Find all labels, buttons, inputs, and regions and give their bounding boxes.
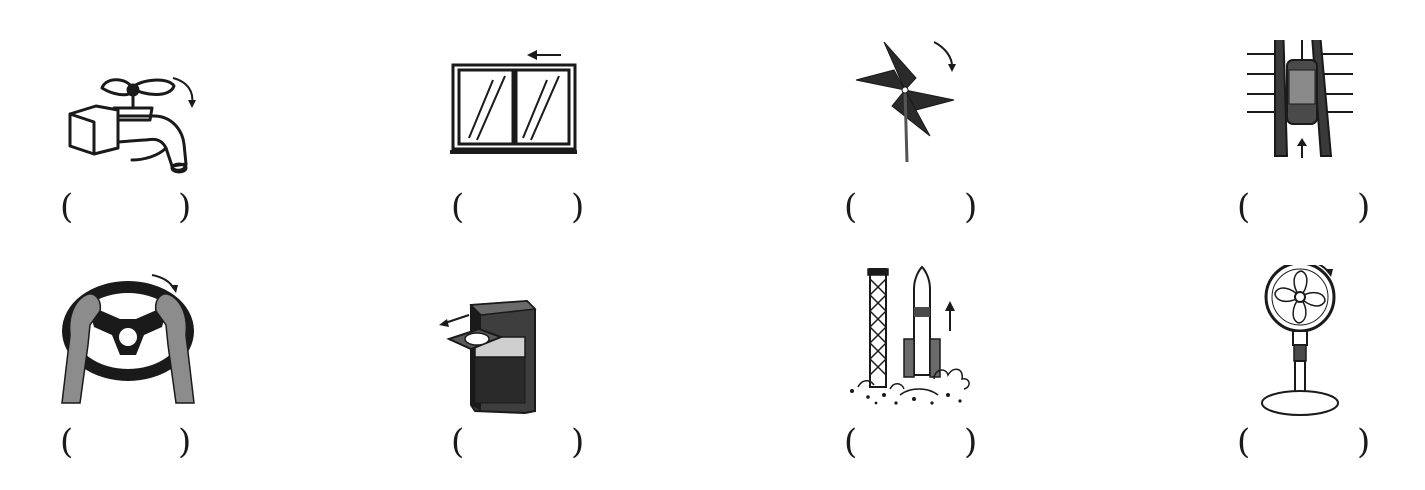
elevator-icon — [1247, 40, 1353, 158]
close-paren: ) — [964, 422, 978, 462]
electric-fan-icon — [1261, 265, 1339, 416]
sliding-window-icon — [450, 50, 577, 154]
item-steering-wheel: ( ) — [40, 265, 340, 490]
item-cd-player: ( ) — [435, 265, 735, 490]
item-elevator: ( ) — [1225, 40, 1425, 265]
item-pinwheel: ( ) — [830, 40, 1130, 265]
open-paren: ( — [451, 422, 465, 462]
open-paren: ( — [60, 422, 74, 462]
cd-player-icon — [439, 299, 537, 415]
open-paren: ( — [1237, 422, 1251, 462]
open-paren: ( — [844, 187, 858, 227]
open-paren: ( — [451, 187, 465, 227]
faucet-icon — [68, 77, 196, 174]
open-paren: ( — [1237, 187, 1251, 227]
steering-wheel-icon — [61, 274, 195, 404]
close-paren: ) — [1357, 187, 1371, 227]
close-paren: ) — [178, 422, 192, 462]
rocket-launch-icon — [850, 265, 970, 405]
close-paren: ) — [1357, 422, 1371, 462]
close-paren: ) — [571, 422, 585, 462]
open-paren: ( — [60, 187, 74, 227]
item-rocket-launch: ( ) — [830, 265, 1130, 490]
close-paren: ) — [571, 187, 585, 227]
item-electric-fan: ( ) — [1225, 265, 1425, 490]
worksheet: ( ) ( ) — [40, 40, 1425, 459]
item-faucet: ( ) — [40, 40, 340, 265]
item-sliding-window: ( ) — [435, 40, 735, 265]
pinwheel-icon — [855, 41, 956, 163]
close-paren: ) — [964, 187, 978, 227]
open-paren: ( — [844, 422, 858, 462]
close-paren: ) — [178, 187, 192, 227]
